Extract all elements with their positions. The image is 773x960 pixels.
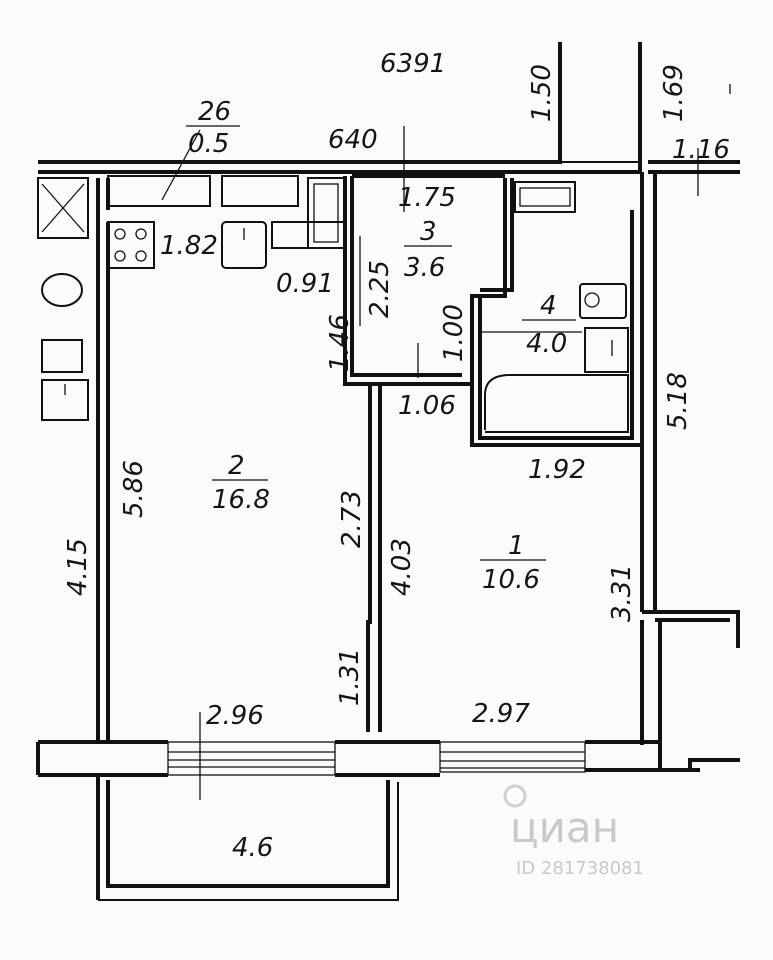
- room-4-area: 4.0: [526, 329, 567, 359]
- room-3-area: 3.6: [404, 253, 445, 283]
- location-pin-icon: [503, 784, 527, 808]
- dim-1-92: 1.92: [528, 455, 586, 485]
- tag-640-label: 640: [328, 125, 378, 155]
- walls: [36, 42, 740, 901]
- dim-2-25: 2.25: [365, 260, 395, 318]
- room-4-number: 4: [540, 291, 557, 321]
- room-3-number: 3: [420, 217, 437, 247]
- dim-1-82: 1.82: [160, 231, 218, 261]
- toilet-icon: [579, 283, 627, 319]
- dim-1-00: 1.00: [439, 304, 469, 362]
- dim-1-46: 1.46: [325, 314, 355, 372]
- bath-sink-icon: [584, 327, 629, 373]
- dim-0-91: 0.91: [276, 269, 334, 299]
- room-26-area: 0.5: [188, 129, 229, 159]
- leaders: [161, 84, 731, 800]
- dim-4-03: 4.03: [387, 538, 417, 596]
- dim-5-18: 5.18: [663, 372, 693, 430]
- dim-5-86: 5.86: [119, 460, 149, 518]
- dim-2-97: 2.97: [472, 699, 530, 729]
- stove-icon: [107, 221, 155, 269]
- dim-1-50: 1.50: [527, 64, 557, 122]
- dim-4-15: 4.15: [63, 538, 93, 596]
- dim-3-31: 3.31: [607, 564, 637, 622]
- balcony-length: 4.6: [232, 833, 273, 863]
- dim-2-96: 2.96: [206, 701, 264, 731]
- room-2-number: 2: [228, 451, 245, 481]
- dim-1-16: 1.16: [672, 135, 730, 165]
- watermark-brand: циан: [510, 803, 619, 852]
- room-26-number: 26: [198, 97, 231, 127]
- sink-icon: [221, 221, 267, 269]
- fixtures: [37, 175, 629, 433]
- dim-2-73: 2.73: [337, 490, 367, 548]
- dim-1-06: 1.06: [398, 391, 456, 421]
- room-1-area: 10.6: [482, 565, 540, 595]
- room-2-area: 16.8: [212, 485, 270, 515]
- room-1-number: 1: [508, 531, 525, 561]
- dim-1-75: 1.75: [398, 183, 456, 213]
- plan-id-label: 6391: [380, 49, 446, 79]
- labels: 6391 640 1.50 1.69 1.16 26 0.5 1.75 1.82…: [63, 49, 730, 863]
- watermark-id: ID 281738081: [516, 858, 644, 879]
- windows: [167, 741, 586, 776]
- dim-1-31: 1.31: [335, 648, 365, 706]
- dim-1-69: 1.69: [659, 64, 689, 122]
- watermark: циан ID 281738081: [503, 784, 644, 879]
